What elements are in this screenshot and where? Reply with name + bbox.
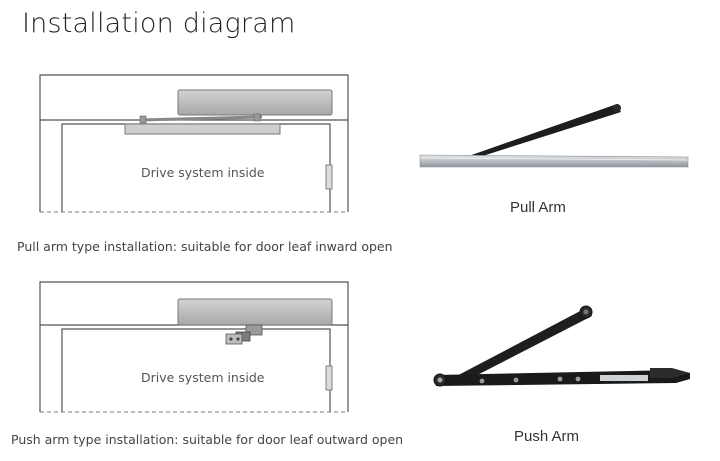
push-drive-label: Drive system inside	[141, 370, 265, 385]
door-operator	[177, 298, 333, 326]
door-operator	[177, 89, 333, 116]
door-hinge	[325, 365, 333, 391]
pull-drive-label: Drive system inside	[141, 165, 265, 180]
pull-arm-bar	[463, 104, 621, 160]
pull-arm-link	[139, 115, 263, 122]
push-arm-product	[433, 305, 690, 387]
pull-caption: Pull arm type installation: suitable for…	[17, 239, 393, 254]
push-arm-bracket	[225, 324, 263, 345]
pull-arm-product	[419, 104, 689, 168]
push-arm-diagram	[39, 281, 349, 413]
push-arm-track	[436, 370, 690, 386]
page-title: Installation diagram	[22, 8, 296, 39]
pull-arm-diagram	[39, 74, 349, 213]
push-arm-label: Push Arm	[514, 428, 580, 445]
push-arm-diagonal	[449, 309, 592, 385]
pull-arm-track	[124, 123, 281, 135]
push-caption: Push arm type installation: suitable for…	[11, 432, 404, 447]
pull-arm-rail	[419, 154, 689, 168]
pull-arm-label: Pull Arm	[510, 199, 566, 216]
door-hinge	[325, 164, 333, 190]
